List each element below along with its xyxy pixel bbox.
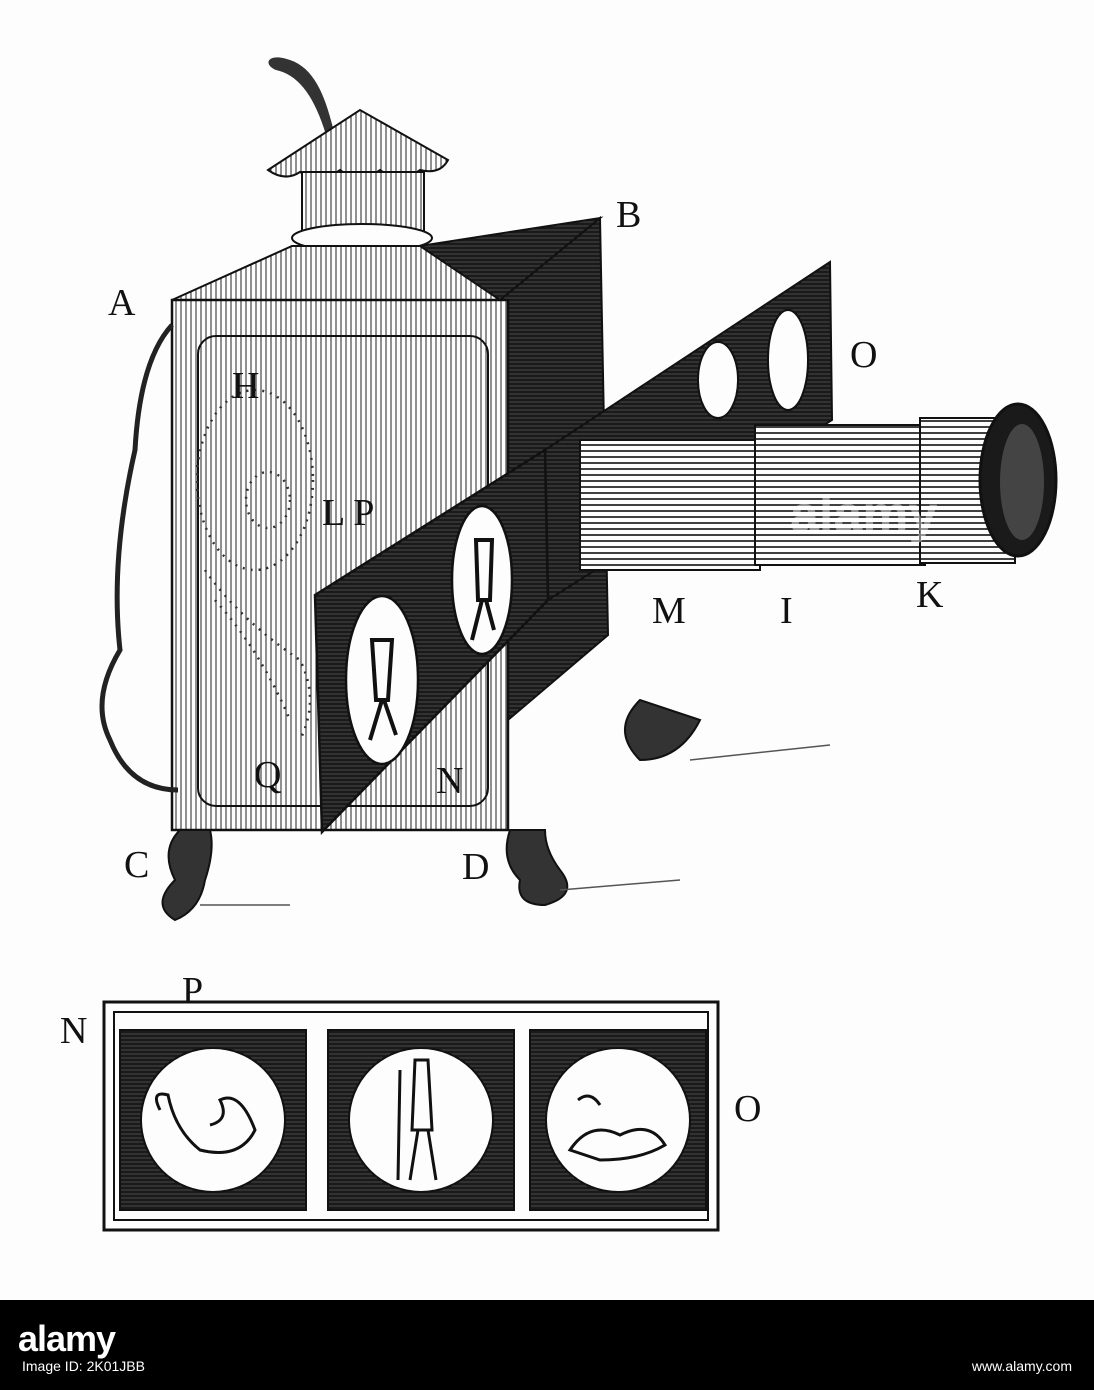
- label-O-top: O: [850, 334, 878, 376]
- cast-shadows: [200, 744, 831, 906]
- label-P-slide: P: [182, 970, 204, 1012]
- lens-tube-middle: [754, 424, 926, 566]
- slide-strip-inner: [113, 1011, 709, 1221]
- label-M: M: [652, 590, 686, 632]
- dotted-lamp-outline: [195, 388, 315, 741]
- lantern-roof-side: [417, 216, 604, 302]
- lens-tube-inner: [579, 439, 761, 571]
- engraving-plate: A B H L P O M I K Q N C D N P O alamy: [60, 57, 1058, 1232]
- animal-drawing: [567, 1094, 668, 1162]
- label-O-slide: O: [734, 1088, 762, 1130]
- label-I: I: [780, 590, 793, 632]
- figure-2: [470, 538, 496, 641]
- lens-aperture-inner: [1000, 424, 1044, 540]
- chimney-hood: [266, 108, 450, 179]
- upper-slide-image-2: [767, 309, 809, 411]
- image-id-text: Image ID: 2K01JBB: [22, 1358, 145, 1374]
- figure-1: [368, 638, 398, 741]
- slide-image-animal: [545, 1047, 691, 1193]
- power-cord: [99, 323, 179, 793]
- label-K: K: [916, 574, 944, 616]
- slide-image-figure: [348, 1047, 494, 1193]
- watermark: alamy: [790, 486, 938, 544]
- site-url[interactable]: www.alamy.com: [971, 1358, 1072, 1374]
- label-LP: L P: [322, 492, 375, 534]
- stock-footer: alamy Image ID: 2K01JBB www.alamy.com: [0, 1300, 1094, 1390]
- front-slide-image-2: [450, 504, 514, 656]
- label-C: C: [124, 844, 150, 886]
- label-D: D: [462, 846, 490, 888]
- label-N-slide: N: [60, 1010, 88, 1052]
- bird-drawing: [154, 1092, 257, 1154]
- label-H: H: [232, 364, 260, 406]
- figure-drawing: [396, 1058, 438, 1181]
- slide-image-bird: [140, 1047, 286, 1193]
- label-N-lamp: N: [436, 760, 464, 802]
- lantern-feet: [161, 698, 702, 922]
- label-Q: Q: [254, 754, 282, 796]
- front-slide-image-1: [344, 594, 420, 766]
- label-A: A: [108, 282, 136, 324]
- alamy-logo[interactable]: alamy: [18, 1318, 116, 1359]
- upper-slide-image-1: [697, 341, 739, 419]
- label-B: B: [616, 194, 642, 236]
- magic-lantern-engraving: [99, 57, 1058, 1232]
